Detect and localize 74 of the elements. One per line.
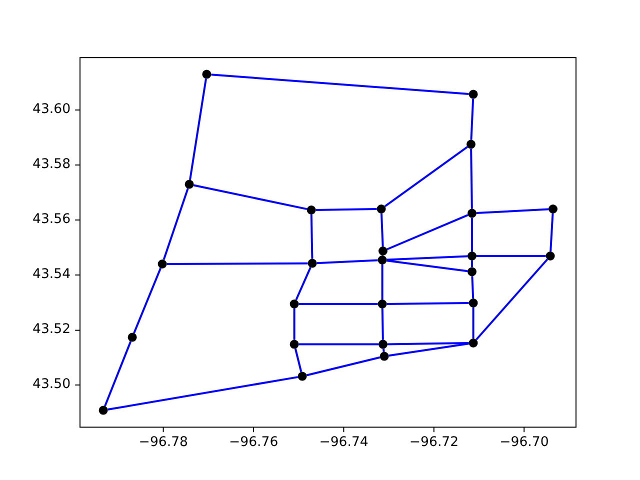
edge-line <box>386 260 468 272</box>
edge-line <box>386 214 468 250</box>
edge-line <box>382 348 385 352</box>
node-dot <box>376 204 386 214</box>
node-dot <box>468 338 478 348</box>
edge-line <box>470 98 474 140</box>
edge-line <box>298 303 378 305</box>
edge-line <box>295 267 312 300</box>
node-dot <box>298 372 307 381</box>
node-dot <box>380 352 389 361</box>
edge-line <box>316 208 377 211</box>
node-dot <box>468 298 478 308</box>
tick-label: 43.52 <box>32 323 71 338</box>
edge-line <box>471 276 474 299</box>
edge-line <box>211 74 469 95</box>
edge-line <box>472 308 474 338</box>
node-dot <box>308 258 317 268</box>
edge-line <box>476 258 548 340</box>
edge-line <box>388 342 469 357</box>
edge-line <box>162 188 189 260</box>
edge-line <box>108 376 298 411</box>
tick-label: −96.70 <box>500 436 549 450</box>
edge-line <box>310 214 314 259</box>
edge-line <box>189 78 207 180</box>
edge-line <box>381 264 384 300</box>
tick-label: −96.78 <box>138 436 188 450</box>
tick-label: 43.56 <box>32 213 71 227</box>
node-dot <box>158 260 167 268</box>
node-dot <box>378 340 388 349</box>
edge-line <box>316 259 378 264</box>
node-dot <box>202 70 212 79</box>
edge-line <box>471 260 473 268</box>
edge-line <box>384 146 468 208</box>
edge-line <box>294 348 302 372</box>
edge-line <box>386 302 469 305</box>
edge-line <box>298 343 378 346</box>
node-dot <box>290 340 299 349</box>
node-dot <box>290 300 299 308</box>
edge-line <box>381 308 384 340</box>
tick-label: 43.60 <box>32 103 71 117</box>
edge-line <box>380 213 384 247</box>
edge-line <box>166 262 308 265</box>
edge-line <box>104 341 132 406</box>
node-dot <box>184 180 194 189</box>
node-dot <box>128 332 137 342</box>
node-dot <box>378 300 387 308</box>
edge-line <box>476 255 546 257</box>
node-dot <box>378 256 387 264</box>
node-dot <box>378 246 388 256</box>
tick-label: 43.58 <box>32 158 71 172</box>
edge-line <box>306 356 380 376</box>
edge-line <box>387 342 469 346</box>
edge-line <box>550 213 554 252</box>
tick-label: −96.76 <box>229 436 278 450</box>
node-dot <box>468 208 476 218</box>
node-dot <box>306 206 316 214</box>
edge-line <box>194 184 308 210</box>
edge-line <box>471 218 473 252</box>
edge-line <box>133 268 162 334</box>
tick-label: 43.50 <box>32 378 71 392</box>
tick-label: −96.74 <box>319 436 368 450</box>
edge-line <box>386 255 468 261</box>
node-dot <box>98 406 108 415</box>
edge-line <box>470 148 473 209</box>
tick-label: 43.54 <box>32 268 71 282</box>
node-dot <box>468 90 478 99</box>
node-dot <box>546 252 555 260</box>
edge-line <box>293 308 296 340</box>
node-dot <box>468 267 476 276</box>
edge-line <box>476 208 549 214</box>
node-dot <box>466 140 476 149</box>
node-dot <box>548 204 558 214</box>
node-dot <box>468 252 476 260</box>
tick-label: −96.72 <box>409 436 459 450</box>
